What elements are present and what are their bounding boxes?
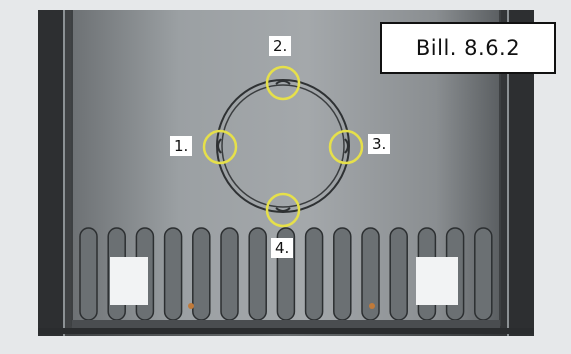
vent-slot [474, 227, 493, 321]
flue-ring [216, 79, 350, 213]
right-opening [416, 257, 458, 305]
vent-slot [389, 227, 408, 321]
callout-label-2: 2. [269, 36, 292, 56]
vent-slot [333, 227, 352, 321]
left-copper-pin [188, 303, 194, 309]
vent-slot [79, 227, 98, 321]
bottom-rail [72, 320, 500, 328]
callout-circle-3 [328, 129, 364, 165]
vent-slot [192, 227, 211, 321]
callout-label-1: 1. [170, 136, 193, 156]
callout-circle-1 [202, 129, 238, 165]
vent-slot [304, 227, 324, 321]
callout-label-3: 3. [368, 134, 391, 154]
vent-slot [248, 227, 267, 321]
right-copper-pin [369, 303, 375, 309]
left-opening [110, 257, 148, 305]
callout-circle-4 [265, 192, 301, 228]
figure-label: Bill. 8.6.2 [380, 22, 556, 74]
vent-slot [163, 227, 183, 321]
left-side-post [38, 10, 64, 336]
vent-slot [220, 227, 239, 321]
callout-circle-2 [265, 65, 301, 101]
callout-label-4: 4. [271, 238, 294, 258]
